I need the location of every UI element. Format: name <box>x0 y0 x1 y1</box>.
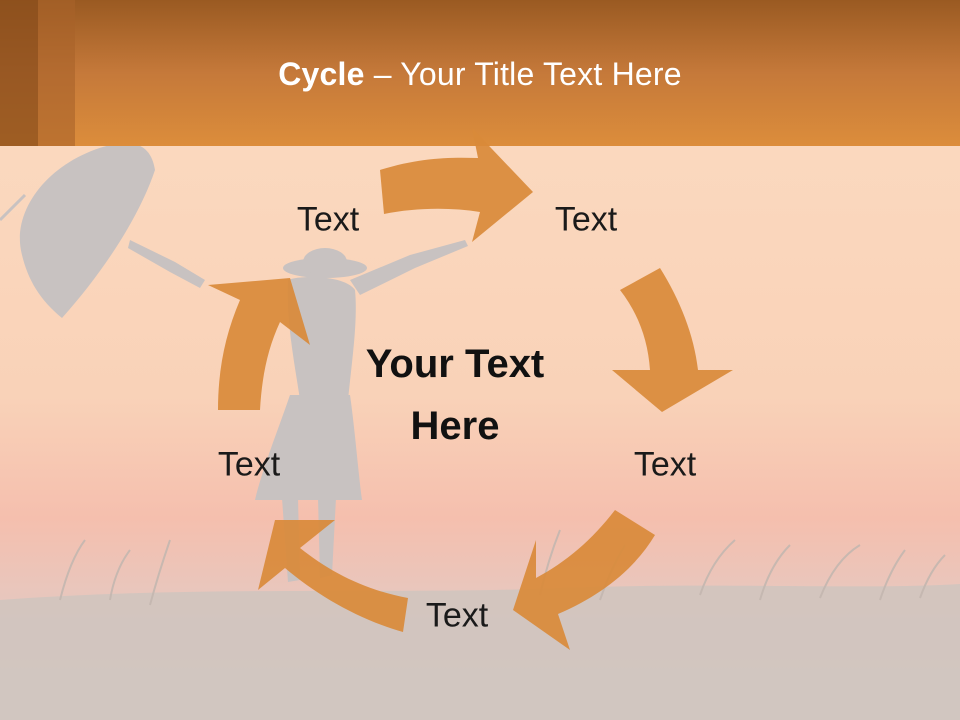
cycle-label-right: Text <box>633 445 697 484</box>
center-text-line1: Your Text <box>365 342 545 386</box>
cycle-arrow-top <box>380 128 533 242</box>
woman-silhouette <box>0 142 468 582</box>
title-rest: – Your Title Text Here <box>364 56 682 92</box>
cycle-label-top-left: Text <box>296 200 360 239</box>
cycle-arrow-upper-right <box>612 268 733 412</box>
slide-title: Cycle – Your Title Text Here <box>0 56 960 93</box>
grass-field <box>0 584 960 720</box>
cycle-arrow-lower-right <box>513 510 655 650</box>
header-band <box>0 0 960 146</box>
center-text: Your Text Here <box>325 333 585 457</box>
cycle-arrow-bottom <box>258 520 408 632</box>
grass-blades <box>59 529 946 606</box>
cycle-label-top-right: Text <box>554 200 618 239</box>
center-text-line2: Here <box>410 404 500 448</box>
cycle-label-left: Text <box>217 445 281 484</box>
cycle-arrow-left <box>208 278 310 410</box>
cycle-label-bottom: Text <box>425 596 489 635</box>
title-bold: Cycle <box>278 56 365 92</box>
